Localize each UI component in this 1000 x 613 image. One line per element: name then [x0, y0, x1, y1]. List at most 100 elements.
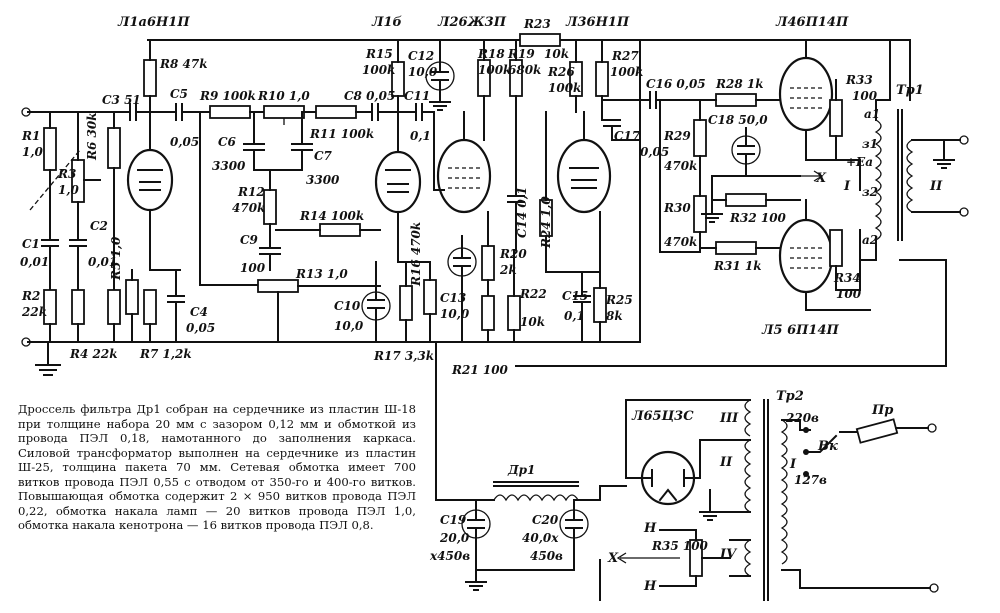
r35-label: R35 100 [651, 539, 709, 553]
pr-label: Пр [871, 403, 893, 418]
c10-value: 10,0 [334, 319, 364, 333]
pr-fuse [855, 418, 899, 444]
c11-label: C11 [404, 89, 430, 103]
c20-value: 40,0x [522, 531, 559, 545]
l6-label: Л65Ц3С [631, 409, 694, 424]
c2-value: 0,01 [88, 255, 117, 269]
c5-value: 0,05 [170, 135, 199, 149]
r15-label: R15 [365, 47, 393, 61]
tr2-winding-iii-label: III [719, 411, 739, 426]
r12-resistor [263, 189, 277, 225]
r7-resistor [143, 289, 157, 325]
l5-label: Л5 6П14П [761, 323, 839, 338]
tube-l3 [556, 138, 612, 214]
r15-value: 100k [362, 63, 395, 77]
c17-value: 0,05 [640, 145, 669, 159]
r4b-resistor [107, 289, 121, 325]
r20-value: 2k [499, 263, 517, 277]
c5-capacitor [149, 103, 211, 121]
a1-label: а1 [864, 107, 880, 121]
c20-label: C20 [532, 513, 559, 527]
r22-resistor [507, 295, 521, 331]
v127-label: 127в [794, 473, 827, 487]
r12-label: R12 [237, 185, 265, 199]
r23-value: 10k [544, 47, 569, 61]
input-terminal-top[interactable] [21, 107, 31, 117]
ground-icon [35, 341, 61, 376]
x-out-label: X [815, 171, 827, 186]
c15-value: 0,1 [564, 309, 585, 323]
r30-label: R30 [663, 201, 691, 215]
r6-resistor [107, 127, 121, 169]
c6-label: C6 [218, 135, 237, 149]
r12-value: 470k [232, 201, 265, 215]
r23-resistor [519, 33, 561, 47]
l4-label: Л46П14П [775, 15, 849, 30]
c16-capacitor [601, 91, 701, 109]
c7-capacitor [291, 111, 313, 171]
ground-icon-5 [465, 569, 575, 591]
c16-label: C16 0,05 [646, 77, 706, 91]
heater-n-bottom: Н [643, 579, 657, 594]
c4-capacitor [167, 269, 185, 343]
r26-value: 100k [548, 81, 581, 95]
r8-resistor [143, 59, 157, 97]
r21-resistor [481, 295, 495, 331]
ground-icon-3 [701, 213, 723, 223]
r3-label: R3 [57, 167, 76, 181]
r10-resistor [263, 105, 305, 119]
r4-resistor [71, 289, 85, 325]
r14-resistor [319, 223, 361, 237]
c14-label: C14 0,1 [515, 187, 529, 238]
r6-label: R6 30k [85, 112, 99, 161]
c8-label: C8 0,05 [344, 89, 395, 103]
r4-label: R4 22k [69, 347, 118, 361]
r11-resistor [315, 105, 357, 119]
r29-resistor [693, 119, 707, 157]
r32-label: R32 100 [729, 211, 787, 225]
vk-switch[interactable] [805, 431, 857, 453]
r29-value: 470k [664, 159, 697, 173]
r10-label: R10 1,0 [257, 89, 310, 103]
c10-label: C10 [334, 299, 361, 313]
mains-terminal-bottom[interactable] [929, 583, 939, 593]
r30-value: 470k [664, 235, 697, 249]
r20-label: R20 [499, 247, 527, 261]
l1a-label: Л1а6Н1П [117, 15, 190, 30]
r19-label: R19 [507, 47, 535, 61]
r11-label: R11 100k [309, 127, 374, 141]
r7-label: R7 1,2k [139, 347, 192, 361]
r22-label: R22 [519, 287, 547, 301]
r2-label: R2 [21, 289, 40, 303]
input-terminal-bottom[interactable] [21, 337, 31, 347]
tube-l5 [778, 218, 834, 294]
c1-label: C1 [22, 237, 40, 251]
c15-label: C15 [562, 289, 588, 303]
r28-label: R28 1k [715, 77, 764, 91]
r2-value: 22k [21, 305, 47, 319]
r34-resistor [829, 229, 843, 267]
c7-label: C7 [314, 149, 333, 163]
c4-value: 0,05 [186, 321, 215, 335]
dr1-choke [493, 481, 579, 502]
mains-terminal-top[interactable] [927, 423, 937, 433]
output-terminal-top[interactable] [959, 135, 969, 145]
r16-resistor [423, 279, 437, 315]
output-terminal-bottom[interactable] [959, 207, 969, 217]
r24-label: R24 1,0 [539, 196, 553, 249]
c19-label: C19 [440, 513, 467, 527]
r31-resistor [715, 241, 757, 255]
tube-l2 [436, 138, 492, 214]
c3-capacitor [129, 103, 151, 121]
r34-value: 100 [836, 287, 862, 301]
c9-label: C9 [240, 233, 259, 247]
tr2-winding-i-label: I [789, 457, 797, 472]
c9-value: 100 [240, 261, 266, 275]
x-heater-arrow-icon [616, 552, 680, 564]
r26-label: R26 [547, 65, 575, 79]
r1-label: R1 [21, 129, 40, 143]
r1-value: 1,0 [22, 145, 44, 159]
c4-label: C4 [190, 305, 208, 319]
c5-label: C5 [170, 87, 188, 101]
r27-resistor [595, 61, 609, 97]
